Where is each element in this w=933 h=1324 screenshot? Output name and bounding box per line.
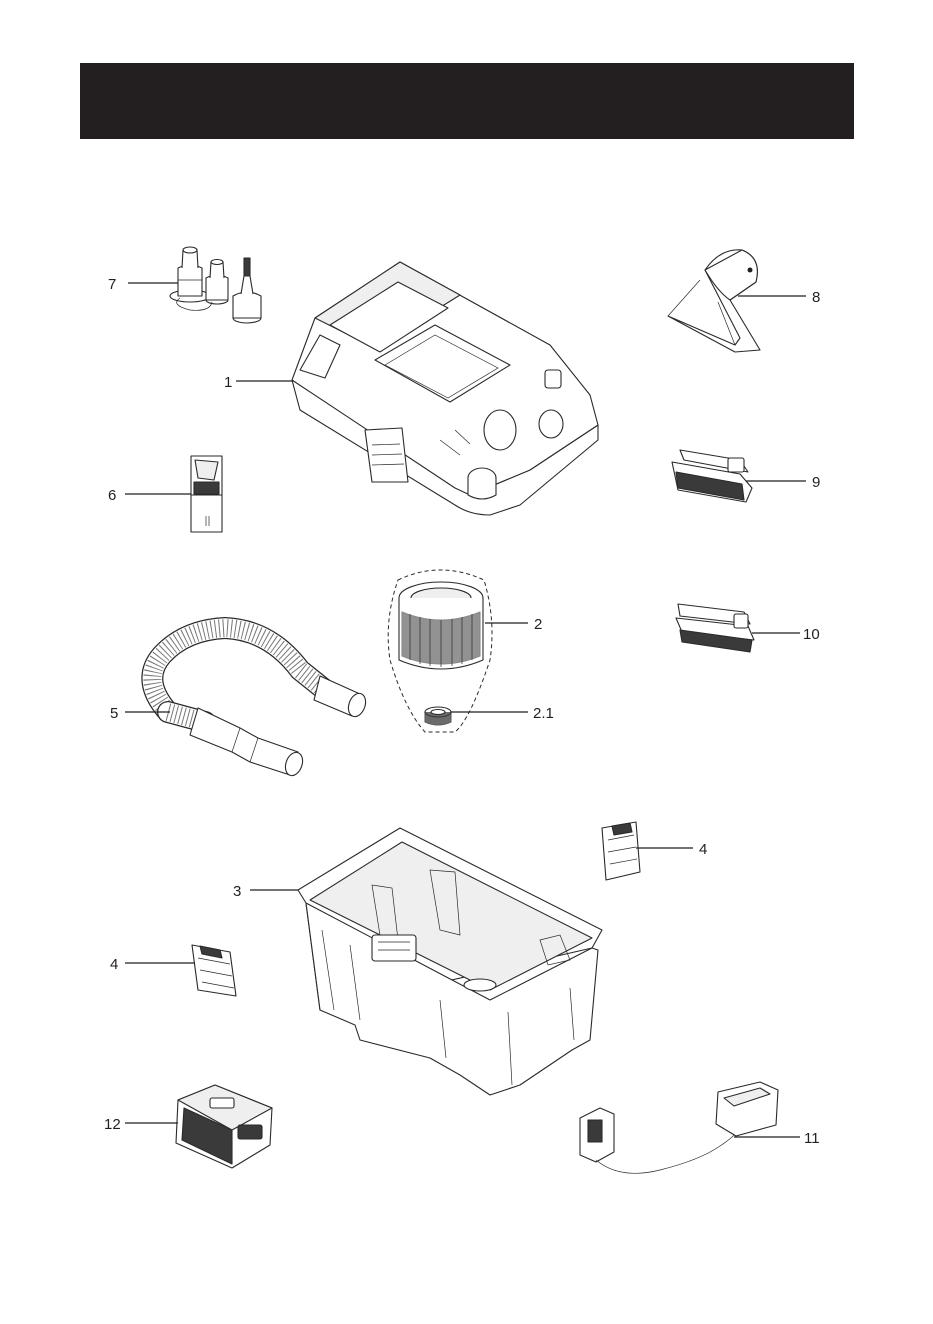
callout-6: 6	[108, 487, 116, 504]
callout-4-left: 4	[110, 956, 118, 973]
callout-4-upper: 4	[699, 841, 707, 858]
callout-1: 1	[224, 374, 232, 391]
part-8-crevice-tool	[668, 250, 760, 352]
callout-2: 2	[534, 616, 542, 633]
part-11-charger	[580, 1082, 778, 1173]
callout-11: 11	[804, 1130, 820, 1147]
part-7-adapters	[170, 247, 261, 323]
part-4-latch-left	[192, 945, 236, 996]
part-2-1-filter-nut	[425, 707, 451, 725]
part-1-lid	[292, 262, 598, 515]
part-6-brush-nozzle	[191, 456, 222, 532]
part-4-latch-upper	[602, 822, 640, 880]
callout-12: 12	[104, 1116, 121, 1133]
part-3-tank	[298, 828, 602, 1095]
part-10-brush	[676, 604, 754, 652]
part-9-brush	[672, 450, 752, 502]
callout-10: 10	[803, 626, 820, 643]
part-5-hose	[152, 628, 368, 778]
callout-5: 5	[110, 705, 118, 722]
callout-2-1: 2.1	[533, 705, 554, 722]
callout-3: 3	[233, 883, 241, 900]
callout-8: 8	[812, 289, 820, 306]
part-12-battery	[176, 1085, 272, 1168]
callout-7: 7	[108, 276, 116, 293]
callout-9: 9	[812, 474, 820, 491]
